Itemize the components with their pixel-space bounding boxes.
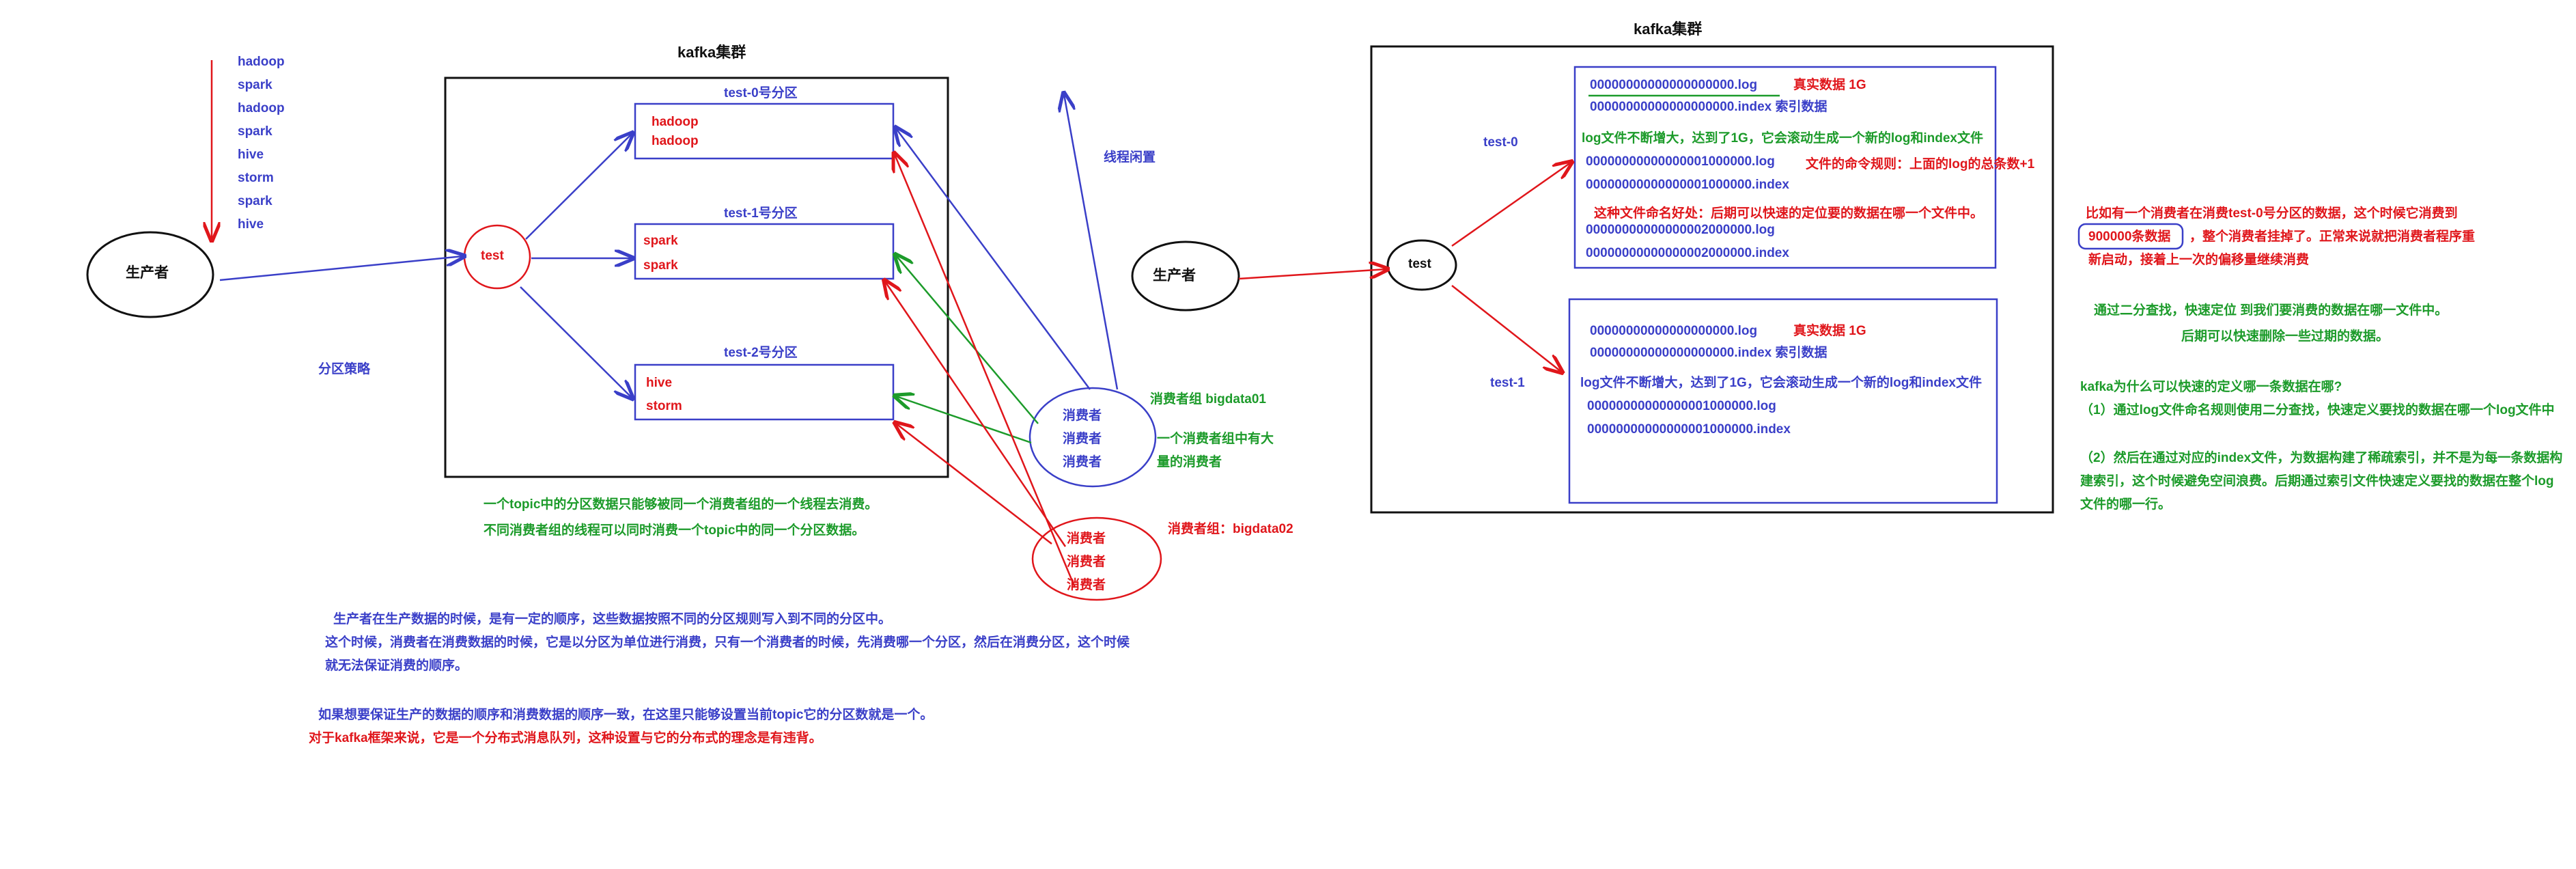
p0-index2: 00000000000000001000000.index — [1586, 178, 1789, 192]
left-cluster-box — [444, 77, 949, 478]
partition-box-0 — [634, 102, 895, 160]
p0-naming-benefit: 这种文件命名好处：后期可以快速的定位要的数据在哪一个文件中。 — [1594, 206, 1984, 221]
right-topic-to-p1-arrow — [1451, 285, 1561, 372]
partition-2-item: hive — [646, 376, 673, 390]
partition-strategy-label: 分区策略 — [318, 362, 371, 376]
paragraph1-line1: 生产者在生产数据的时候，是有一定的顺序，这些数据按照不同的分区规则写入到不同的分… — [333, 612, 892, 626]
offset-note-line3: 新启动，接着上一次的偏移量继续消费 — [2088, 253, 2310, 267]
partition-1-item: spark — [643, 258, 678, 273]
p1-index2: 00000000000000001000000.index — [1587, 422, 1791, 437]
partition-0-item: hadoop — [652, 115, 699, 129]
right-cluster-box — [1370, 45, 2054, 514]
p0-log1-note: 真实数据 1G — [1793, 78, 1866, 92]
group2-consumer: 消费者 — [1067, 555, 1106, 569]
paragraph1-line3: 就无法保证消费的顺序。 — [325, 659, 468, 673]
group2-consumer: 消费者 — [1067, 532, 1106, 546]
thread-idle-arrow — [1064, 94, 1119, 390]
p0-index1: 00000000000000000000.index 索引数据 — [1590, 100, 1828, 114]
answer-2-line3: 文件的哪一行。 — [2080, 497, 2172, 512]
right-topic-to-p0-arrow — [1451, 163, 1571, 247]
question-title: kafka为什么可以快速的定义哪一条数据在哪? — [2080, 380, 2342, 394]
right-cluster-title: kafka集群 — [1634, 20, 1703, 38]
partition-2-item: storm — [646, 399, 682, 413]
rule-line2: 不同消费者组的线程可以同时消费一个topic中的同一个分区数据。 — [484, 523, 865, 538]
group1-consumer: 消费者 — [1063, 409, 1102, 423]
left-producer-ellipse — [86, 231, 214, 318]
offset-note-highlight: 900000条数据 — [2088, 230, 2171, 244]
consumer-group1-ellipse — [1028, 387, 1157, 488]
data-stream-item: spark — [238, 78, 272, 92]
producer-to-topic-arrow — [219, 256, 463, 281]
rule-line1: 一个topic中的分区数据只能够被同一个消费者组的一个线程去消费。 — [484, 497, 878, 512]
data-stream-item: hive — [238, 148, 264, 162]
data-stream-item: storm — [238, 171, 274, 185]
p1-roll-note: log文件不断增大，达到了1G，它会滚动生成一个新的log和index文件 — [1580, 376, 1982, 390]
consumer-group2-ellipse — [1031, 516, 1162, 601]
group1-note-line1: 一个消费者组中有大 — [1157, 432, 1274, 446]
g1-to-p0-arrow — [896, 128, 1091, 390]
g2-to-p2-arrow — [896, 424, 1052, 544]
right-producer-label: 生产者 — [1153, 268, 1196, 284]
p0-index3: 00000000000000002000000.index — [1586, 246, 1789, 260]
binary-search-note-line2: 后期可以快速删除一些过期的数据。 — [2181, 329, 2390, 344]
binary-search-note-line1: 通过二分查找，快速定位 到我们要消费的数据在哪一文件中。 — [2094, 303, 2448, 318]
group1-note-line2: 量的消费者 — [1157, 455, 1222, 469]
group2-label: 消费者组：bigdata02 — [1168, 522, 1293, 536]
paragraph1-line2: 这个时候，消费者在消费数据的时候，它是以分区为单位进行消费，只有一个消费者的时候… — [325, 635, 1130, 650]
paragraph2-line1: 如果想要保证生产的数据的顺序和消费数据的顺序一致，在这里只能够设置当前topic… — [318, 708, 934, 722]
right-producer-ellipse — [1131, 240, 1240, 312]
offset-highlight-box — [2077, 223, 2184, 250]
right-partition-1-label: test-1 — [1490, 376, 1525, 390]
g2-to-p1-arrow — [885, 281, 1067, 547]
group1-consumer: 消费者 — [1063, 455, 1102, 469]
topic-to-p0-arrow — [525, 134, 632, 240]
topic-to-p2-arrow — [520, 286, 632, 398]
g1-to-p1-arrow — [896, 256, 1039, 424]
offset-note-line1: 比如有一个消费者在消费test-0号分区的数据，这个时候它消费到 — [2086, 206, 2458, 221]
data-stream-item: spark — [238, 124, 272, 139]
data-stream-item: hadoop — [238, 101, 285, 115]
right-topic-label: test — [1408, 257, 1431, 271]
partition-1-item: spark — [643, 234, 678, 248]
paragraph2-line2: 对于kafka框架来说，它是一个分布式消息队列，这种设置与它的分布式的理念是有违… — [309, 731, 822, 745]
group1-consumer: 消费者 — [1063, 432, 1102, 446]
p1-log1: 00000000000000000000.log — [1590, 324, 1758, 338]
p1-log1-note: 真实数据 1G — [1793, 324, 1866, 338]
right-producer-to-topic-arrow — [1238, 269, 1386, 280]
right-partition-box-1 — [1568, 298, 1998, 504]
p1-log2: 00000000000000001000000.log — [1587, 399, 1776, 413]
g2-to-p0-arrow — [895, 154, 1076, 588]
answer-2-line2: 建索引，这个时候避免空间浪费。后期通过索引文件快速定义要找的数据在整个log — [2080, 474, 2554, 488]
data-stream-item: spark — [238, 194, 272, 208]
offset-note-line2: ，整个消费者挂掉了。正常来说就把消费者程序重 — [2189, 230, 2476, 244]
data-stream-item: hive — [238, 217, 264, 232]
data-stream-item: hadoop — [238, 55, 285, 69]
left-topic-label: test — [481, 249, 504, 263]
p0-log3: 00000000000000002000000.log — [1586, 223, 1775, 237]
p0-roll-note: log文件不断增大，达到了1G，它会滚动生成一个新的log和index文件 — [1582, 131, 1983, 146]
p0-log1: 00000000000000000000.log — [1590, 78, 1758, 92]
p0-naming-rule: 文件的命令规则：上面的log的总条数+1 — [1806, 157, 2035, 171]
partition-0-label: test-0号分区 — [724, 86, 798, 100]
right-partition-0-label: test-0 — [1483, 135, 1518, 150]
p0-log2: 00000000000000001000000.log — [1586, 154, 1775, 169]
partition-2-label: test-2号分区 — [724, 346, 798, 360]
partition-1-label: test-1号分区 — [724, 206, 798, 221]
partition-0-item: hadoop — [652, 134, 699, 148]
answer-1: （1）通过log文件命名规则使用二分查找，快速定义要找的数据在哪一个log文件中 — [2080, 403, 2555, 417]
g1-to-p2-arrow — [896, 396, 1032, 444]
p1-index1: 00000000000000000000.index 索引数据 — [1590, 346, 1828, 360]
left-producer-label: 生产者 — [126, 265, 169, 281]
left-cluster-title: kafka集群 — [677, 44, 746, 61]
group1-label: 消费者组 bigdata01 — [1150, 392, 1266, 406]
group2-consumer: 消费者 — [1067, 578, 1106, 592]
answer-2-line1: （2）然后在通过对应的index文件，为数据构建了稀疏索引，并不是为每一条数据构 — [2080, 451, 2563, 465]
thread-idle-label: 线程闲置 — [1104, 150, 1156, 165]
